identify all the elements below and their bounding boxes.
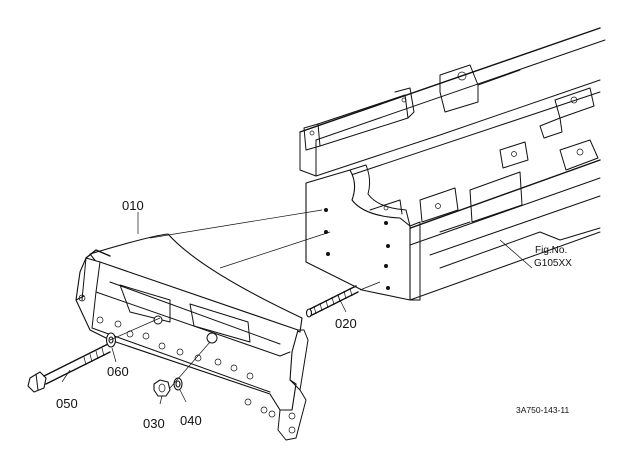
front-plate-holes bbox=[324, 208, 390, 290]
front-bracket-010 bbox=[75, 233, 309, 441]
callout-050: 050 bbox=[56, 396, 78, 411]
stud-bolt-020 bbox=[305, 285, 359, 318]
bolt-050 bbox=[27, 343, 111, 393]
figure-label: Fig.No. bbox=[535, 245, 567, 256]
bracket-holes bbox=[78, 294, 296, 434]
figure-number: G105XX bbox=[534, 258, 572, 269]
washer-040 bbox=[173, 377, 183, 391]
callout-010: 010 bbox=[122, 198, 144, 213]
tractor-frame bbox=[299, 27, 606, 301]
callout-040: 040 bbox=[180, 413, 202, 428]
assembly-center-lines bbox=[109, 209, 381, 389]
drawing-reference: 3A750-143-11 bbox=[516, 405, 570, 415]
nut-030 bbox=[153, 379, 171, 397]
callout-060: 060 bbox=[107, 364, 129, 379]
washer-060 bbox=[105, 332, 117, 348]
callout-020: 020 bbox=[335, 316, 357, 331]
leader-lines bbox=[61, 212, 347, 405]
callout-030: 030 bbox=[143, 416, 165, 431]
